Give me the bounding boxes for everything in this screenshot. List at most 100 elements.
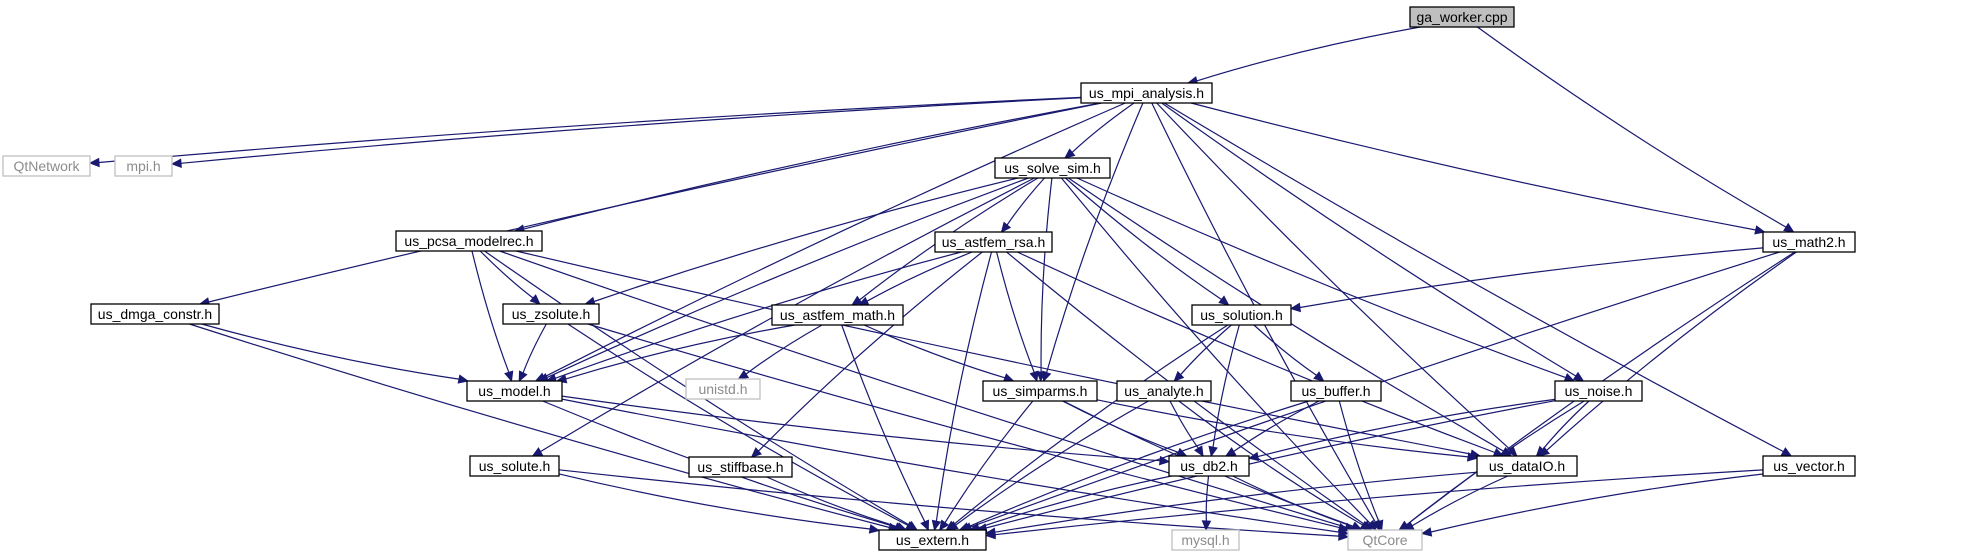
node-us-solute[interactable]: us_solute.h [469,455,560,477]
edge-line [1196,26,1421,82]
node-label: QtCore [1362,532,1407,548]
edge-ga_worker-to-us_mpi_analysis [1186,26,1421,86]
edge-line [985,400,1556,529]
edge-line [1156,102,1511,451]
node-us-mpi-analysis[interactable]: us_mpi_analysis.h [1080,82,1213,104]
node-box [1171,529,1240,551]
edge-us_math2-to-us_solution [1289,247,1764,313]
node-us-solution[interactable]: us_solution.h [1191,304,1292,326]
edge-line [841,324,926,522]
node-us-extern[interactable]: us_extern.h [878,529,987,551]
node-label: us_zsolute.h [512,306,591,322]
edge-line [745,324,823,375]
edge-line [967,400,1310,528]
edge-line [1190,102,1756,231]
edge-us_mpi_analysis-to-QtNetwork [88,96,1082,168]
edge-line [1163,102,1784,453]
edge-line [1006,177,1045,226]
edge-us_noise-to-us_extern [975,400,1556,533]
node-us-simparms[interactable]: us_simparms.h [982,380,1098,402]
edge-us_analyte-to-QtCore [1178,400,1372,531]
arrowhead-icon [1563,372,1576,382]
edge-line [1065,177,1222,300]
edge-line [499,250,1346,528]
arrowhead-icon [1000,221,1012,233]
node-label: ga_worker.cpp [1416,9,1507,25]
node-us-stiffbase[interactable]: us_stiffbase.h [688,456,793,478]
node-us-analyte[interactable]: us_analyte.h [1116,380,1212,402]
node-us-pcsa-modelrec[interactable]: us_pcsa_modelrec.h [395,230,543,252]
arrowhead-icon [1036,371,1046,383]
node-us-db2[interactable]: us_db2.h [1168,455,1250,477]
edge-line [189,323,890,529]
node-us-dataIO[interactable]: us_dataIO.h [1476,455,1578,477]
node-box [1191,304,1292,326]
node-box [1762,455,1856,477]
arrowhead-icon [1313,371,1325,382]
edge-line [1212,324,1240,448]
node-us-model[interactable]: us_model.h [466,380,563,402]
edge-us_zsolute-to-us_model [518,323,547,383]
edge-us_solve_sim-to-QtCore [1060,177,1377,531]
edge-line [471,250,510,373]
edge-us_mpi_analysis-to-mpi [170,97,1082,169]
node-us-vector[interactable]: us_vector.h [1762,455,1856,477]
node-box [771,304,904,326]
edge-us_noise-to-us_dataIO [1535,400,1590,457]
node-us-noise[interactable]: us_noise.h [1554,380,1643,402]
edge-line [1046,102,1144,373]
edge-line [561,395,1161,462]
edge-line [955,400,1149,526]
node-label: us_solution.h [1200,307,1283,323]
arrowhead-icon [1201,520,1212,532]
edge-us_solve_sim-to-us_noise [1076,177,1576,382]
arrowhead-icon [868,524,881,534]
node-label: us_dmga_constr.h [98,306,212,322]
node-us-buffer[interactable]: us_buffer.h [1290,380,1382,402]
edge-line [994,471,1478,533]
arrowhead-icon [931,519,942,532]
arrowhead-icon [1029,370,1039,383]
node-box [685,378,761,400]
arrowhead-icon [737,369,750,380]
edge-us_astfem_rsa-to-us_extern [931,251,993,532]
node-box [395,230,543,252]
edge-line [1233,400,1320,452]
node-label: us_db2.h [1180,458,1238,474]
edge-line [565,324,796,380]
edge-us_mpi_analysis-to-us_solve_sim [1064,102,1135,159]
node-box [2,155,91,177]
node-ga-worker[interactable]: ga_worker.cpp [1409,6,1515,28]
edge-line [863,324,1006,379]
node-mysql: mysql.h [1171,529,1240,551]
node-us-astfem-math[interactable]: us_astfem_math.h [771,304,904,326]
edge-line [98,96,1082,164]
arrowhead-icon [920,519,930,532]
node-us-math2[interactable]: us_math2.h [1762,231,1856,253]
edge-line [515,250,1472,455]
node-unistd: unistd.h [685,378,761,400]
edge-us_mpi_analysis-to-us_math2 [1190,102,1766,235]
edge-line [479,250,534,299]
edge-us_solute-to-QtCore [558,469,1350,541]
edge-line [561,398,1340,533]
node-us-zsolute[interactable]: us_zsolute.h [502,303,600,325]
edge-us_dmga_constr-to-us_extern [189,323,900,532]
edge-us_astfem_math-to-us_extern [841,324,930,532]
edge-line [558,469,1340,537]
edge-line [587,323,1340,529]
edge-line [1257,398,1556,458]
node-us-dmga-constr[interactable]: us_dmga_constr.h [90,303,220,325]
edge-line [1253,324,1317,376]
edge-line [1017,251,1496,454]
arrowhead-icon [1359,520,1372,531]
edge-us_mpi_analysis-to-us_dmga_constr [198,102,1102,307]
node-us-astfem-rsa[interactable]: us_astfem_rsa.h [934,231,1053,253]
edge-line [593,177,1019,303]
node-label: us_vector.h [1773,458,1845,474]
edge-us_vector-to-us_extern [984,469,1764,540]
node-us-solve-sim[interactable]: us_solve_sim.h [994,157,1111,179]
node-box [502,303,600,325]
edge-us_solute-to-us_extern [558,473,881,534]
